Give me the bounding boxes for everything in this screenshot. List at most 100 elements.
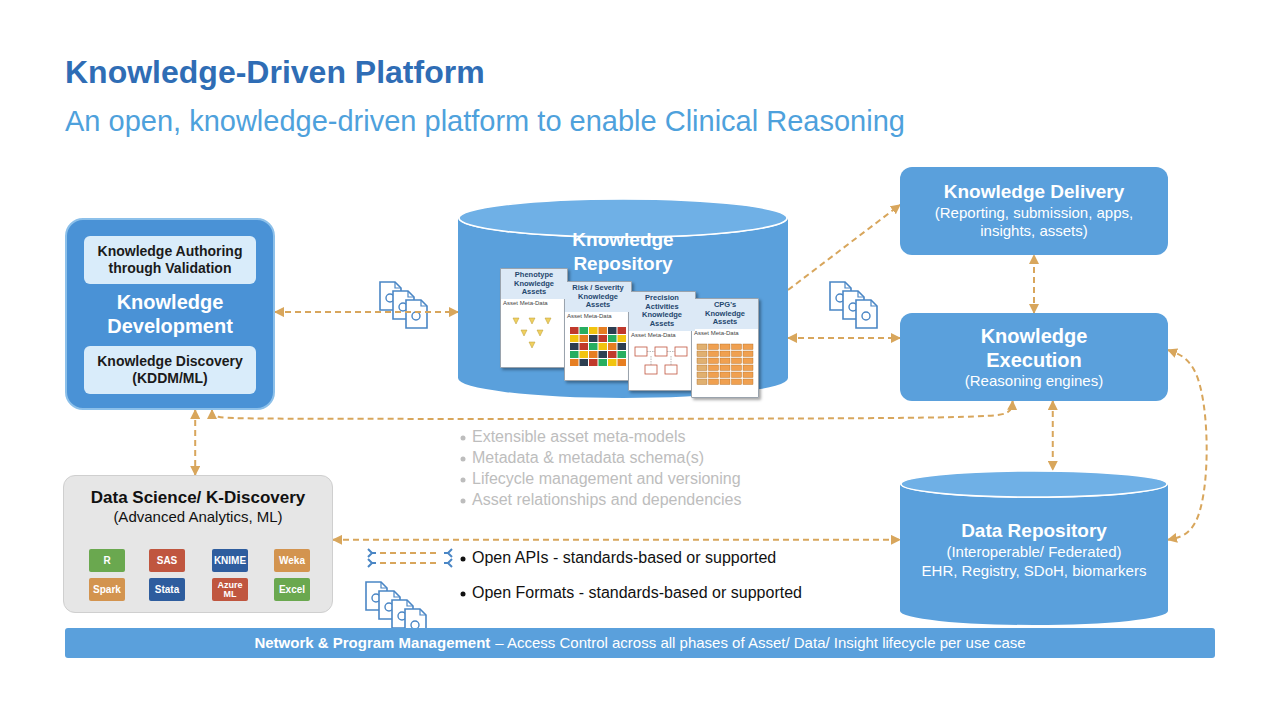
risk-cell bbox=[608, 335, 617, 342]
connector-arrow bbox=[1168, 350, 1207, 540]
guideline-cell bbox=[732, 372, 742, 378]
cylinder-body bbox=[458, 218, 788, 398]
card-illustration bbox=[567, 325, 629, 369]
api-port bbox=[368, 559, 376, 567]
document-page bbox=[856, 300, 877, 328]
tool-badge: Azure ML bbox=[212, 578, 248, 601]
node-heading: Knowledge Discovery (KDDM/ML) bbox=[88, 353, 252, 387]
risk-cell bbox=[570, 335, 579, 342]
phenotype-glyph bbox=[521, 330, 527, 336]
node-heading: R bbox=[103, 556, 110, 566]
card-illustration bbox=[503, 312, 565, 356]
node-body: (Advanced Analytics, ML) bbox=[113, 508, 282, 526]
connector-arrow bbox=[275, 311, 458, 313]
node-body: Asset Meta-Data bbox=[692, 329, 758, 339]
bullet-dot bbox=[461, 436, 466, 441]
guideline-cell bbox=[743, 351, 753, 357]
guideline-cell bbox=[709, 358, 719, 364]
cylinder-body bbox=[900, 484, 1168, 625]
risk-cell bbox=[589, 359, 598, 366]
card-illustration bbox=[631, 343, 693, 387]
risk-cell bbox=[580, 327, 589, 334]
risk-cell bbox=[608, 351, 617, 358]
tool-badge: Stata bbox=[149, 578, 185, 601]
guideline-cell bbox=[720, 344, 730, 350]
connector-arrow bbox=[1052, 401, 1054, 470]
guideline-cell bbox=[743, 365, 753, 371]
document-fold bbox=[394, 591, 400, 597]
phenotype-glyph bbox=[545, 318, 551, 324]
node-heading: Risk / Severity Knowledge Assets bbox=[565, 282, 631, 312]
document-fold bbox=[420, 609, 426, 615]
node-heading: Knowledge Execution bbox=[964, 324, 1104, 372]
feature-bullet: Extensible asset meta-models bbox=[472, 427, 685, 448]
node-heading: Weka bbox=[279, 556, 305, 566]
bullet-dot bbox=[461, 592, 466, 597]
management-band: Network & Program Management– Access Con… bbox=[65, 628, 1215, 658]
node-heading: Precision Activities Knowledge Assets bbox=[629, 292, 695, 331]
bullet-dot bbox=[461, 478, 466, 483]
process-box: Knowledge Authoring through Validation bbox=[84, 236, 256, 284]
node-body: EHR, Registry, SDoH, biomarkers bbox=[922, 562, 1147, 581]
node-heading: SAS bbox=[157, 556, 178, 566]
phenotype-glyph bbox=[529, 342, 535, 348]
risk-cell bbox=[608, 327, 617, 334]
group-box: Data Science/ K-Discovery(Advanced Analy… bbox=[63, 475, 333, 613]
guideline-cell bbox=[743, 358, 753, 364]
risk-cell bbox=[618, 359, 627, 366]
node-heading: Phenotype Knowledge Assets bbox=[501, 269, 567, 299]
document-fold bbox=[407, 600, 413, 606]
tool-badge: KNIME bbox=[212, 549, 248, 572]
guideline-cell bbox=[709, 351, 719, 357]
legend-text: Open Formats - standards-based or suppor… bbox=[472, 583, 802, 604]
document-fold bbox=[395, 282, 401, 288]
connector-arrow bbox=[333, 539, 900, 541]
node-heading: Excel bbox=[279, 585, 305, 595]
connector-arrow bbox=[1033, 255, 1035, 313]
activity-box bbox=[645, 365, 657, 374]
guideline-cell bbox=[732, 379, 742, 385]
node-heading: CPG's Knowledge Assets bbox=[692, 299, 758, 329]
guideline-cell bbox=[720, 358, 730, 364]
risk-cell bbox=[599, 327, 608, 334]
format-document-icon bbox=[406, 300, 427, 328]
document-fold bbox=[845, 282, 851, 288]
risk-cell bbox=[618, 327, 627, 334]
guideline-cell bbox=[732, 358, 742, 364]
api-port bbox=[444, 559, 452, 567]
document-fold bbox=[871, 300, 877, 306]
guideline-cell bbox=[720, 372, 730, 378]
asset-card: Precision Activities Knowledge AssetsAss… bbox=[628, 291, 696, 391]
guideline-cell bbox=[697, 351, 707, 357]
process-box: Knowledge Delivery(Reporting, submission… bbox=[900, 167, 1168, 255]
risk-cell bbox=[580, 335, 589, 342]
node-heading: KNIME bbox=[214, 556, 246, 566]
risk-cell bbox=[599, 359, 608, 366]
phenotype-glyph bbox=[529, 318, 535, 324]
bullet-dot bbox=[461, 457, 466, 462]
activity-box bbox=[675, 347, 687, 356]
risk-cell bbox=[618, 351, 627, 358]
connector-arrow bbox=[212, 401, 1013, 419]
tool-badge: R bbox=[89, 549, 125, 572]
guideline-cell bbox=[732, 365, 742, 371]
legend-text: Open APIs - standards-based or supported bbox=[472, 548, 776, 569]
legend-line-sample bbox=[380, 562, 436, 564]
document-fold bbox=[421, 300, 427, 306]
node-heading: Azure ML bbox=[212, 581, 248, 599]
guideline-cell bbox=[743, 372, 753, 378]
asset-card: Risk / Severity Knowledge AssetsAsset Me… bbox=[564, 281, 632, 381]
asset-card: CPG's Knowledge AssetsAsset Meta-Data bbox=[691, 298, 759, 398]
feature-bullet: Asset relationships and dependencies bbox=[472, 490, 742, 511]
guideline-cell bbox=[720, 351, 730, 357]
node-body: (Reasoning engines) bbox=[965, 372, 1103, 391]
guideline-cell bbox=[709, 365, 719, 371]
tool-badge: SAS bbox=[149, 549, 185, 572]
slide-title: Knowledge-Driven Platform bbox=[65, 54, 485, 91]
guideline-cell bbox=[697, 358, 707, 364]
tool-badge: Weka bbox=[274, 549, 310, 572]
node-heading: Data Science/ K-Discovery bbox=[91, 488, 306, 508]
document-fold bbox=[408, 291, 414, 297]
risk-cell bbox=[580, 351, 589, 358]
